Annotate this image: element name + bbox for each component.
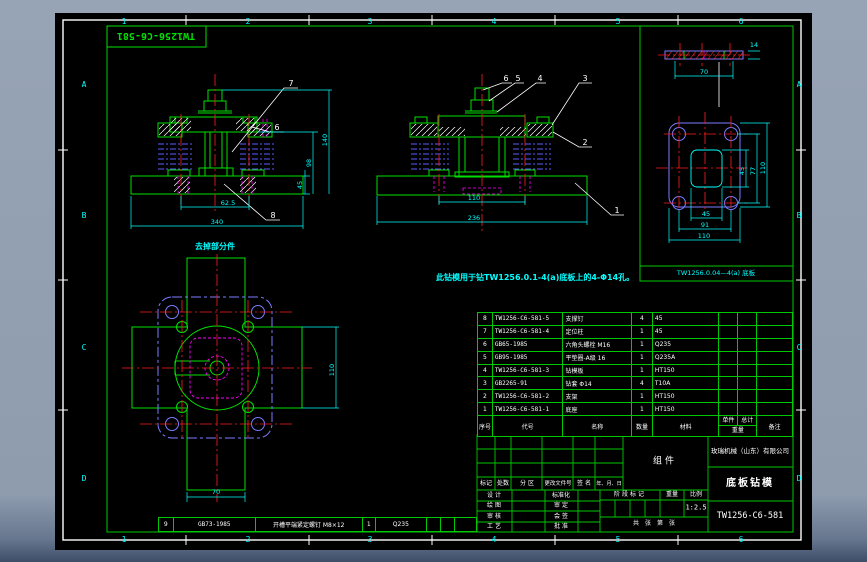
svg-text:70: 70 [700,68,708,76]
bom-header-row: 序号 代号 名称 数量 材料 单件 总计 重量 备注 [478,416,781,437]
svg-text:C: C [797,343,802,352]
centerlines [438,74,526,234]
dimensions [376,196,588,225]
svg-text:2: 2 [582,138,587,147]
svg-text:6: 6 [739,535,744,544]
svg-text:7: 7 [288,79,293,88]
springs [411,143,551,170]
balloon-numbers: 6 5 4 3 2 1 [503,74,619,215]
svg-text:B: B [797,211,802,220]
view-detail-panel: 70 14 45 77 110 45 91 110 [639,25,794,282]
dimensions [668,50,770,243]
drawing-number: TW1256-C6-581 [716,510,784,521]
svg-text:340: 340 [211,218,223,226]
svg-text:45: 45 [738,167,746,175]
approve-label: 标准化 [551,492,571,499]
view-front-partial-label: 去掉部分件 [195,242,235,251]
svg-text:110: 110 [328,364,336,376]
stamp-drawing-number: TW1256-C6-581 [117,30,195,41]
dimension-texts: 70 14 45 77 110 45 91 110 [698,41,767,240]
svg-text:2: 2 [246,17,251,26]
svg-text:1: 1 [122,535,127,544]
weight-label: 重量 [665,491,679,498]
svg-text:1: 1 [614,206,619,215]
dimensions [130,89,332,229]
detail-caption: TW1256.0.04—4(a) 底板 [676,268,756,277]
view-front-partial: 7 6 8 62.5 340 45 98 140 [130,74,332,229]
svg-text:70: 70 [212,488,220,496]
svg-text:4: 4 [537,74,542,83]
part-type: 组件 [652,456,678,467]
inner-profile [690,149,723,188]
dimensions [186,326,339,502]
dimension-texts: 110 70 [212,364,336,496]
svg-text:6: 6 [739,17,744,26]
svg-text:1: 1 [122,17,127,26]
view-front-full: 6 5 4 3 2 1 110 236 [376,74,624,234]
svg-text:B: B [82,211,87,220]
drawing-title: 底板钻模 [726,478,774,489]
svg-text:5: 5 [616,17,621,26]
svg-text:8: 8 [270,211,275,220]
view-plan: 110 70 [122,254,339,502]
sheet-count: 共 张 第 张 [632,520,676,527]
revision-header: 标记 [479,480,493,487]
centerlines [656,43,752,216]
svg-text:3: 3 [582,74,587,83]
svg-text:4: 4 [492,535,497,544]
svg-text:A: A [797,80,802,89]
svg-text:5: 5 [616,535,621,544]
centerlines [180,74,250,214]
svg-text:6: 6 [274,123,279,132]
process-note: 此钻模用于钻TW1256.0.1-4(a)底板上的4-Φ14孔。 [436,273,635,282]
svg-text:62.5: 62.5 [221,199,235,207]
svg-text:4: 4 [492,17,497,26]
balloon-numbers: 7 6 8 [270,79,293,220]
sheet-frame [58,15,806,545]
scale-label: 比例 [689,491,703,498]
bom-extra-row: 9 GB73-1985 开槽平端紧定螺钉 M8×12 1 Q235 [158,517,477,532]
svg-text:45: 45 [702,210,710,218]
dimension-texts: 62.5 340 45 98 140 [211,134,329,226]
company-name: 玫瑞机械（山东）有限公司 [711,446,789,455]
leader-lines [482,82,624,216]
svg-text:D: D [82,474,87,483]
svg-text:140: 140 [321,134,329,146]
svg-text:110: 110 [698,232,710,240]
svg-text:5: 5 [515,74,520,83]
centerlines [122,254,312,502]
svg-text:110: 110 [468,194,480,202]
dimension-texts: 110 236 [468,194,480,222]
svg-text:98: 98 [305,159,313,167]
svg-text:A: A [82,80,87,89]
stage-label: 阶段标记 [613,491,647,498]
hatching [411,124,552,136]
svg-text:3: 3 [368,17,373,26]
svg-text:236: 236 [468,214,480,222]
sign-label: 设 计 [487,492,501,499]
scale-value: 1:2.5 [685,503,707,512]
svg-text:6: 6 [503,74,508,83]
svg-text:91: 91 [701,221,709,229]
svg-text:110: 110 [759,162,767,174]
svg-text:14: 14 [750,41,758,49]
svg-text:77: 77 [749,167,757,175]
svg-text:3: 3 [368,535,373,544]
springs [158,143,274,170]
svg-text:2: 2 [246,535,251,544]
svg-text:45: 45 [296,181,304,189]
svg-text:C: C [82,343,87,352]
svg-text:D: D [797,474,802,483]
